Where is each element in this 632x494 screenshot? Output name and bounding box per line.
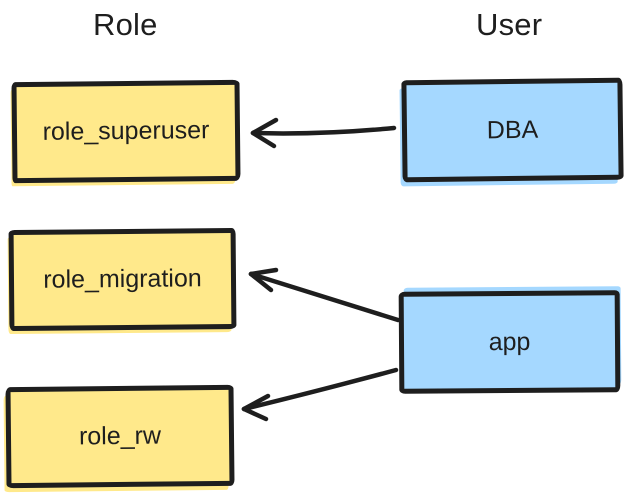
node-user-dba: DBA: [401, 77, 624, 183]
node-role-migration-label: role_migration: [43, 264, 202, 294]
node-user-app-label: app: [488, 327, 531, 356]
column-heading-role: Role: [93, 7, 158, 42]
node-user-app: app: [398, 290, 621, 394]
arrow-app-to-role-migration: [248, 267, 401, 323]
column-heading-user: User: [476, 7, 543, 42]
node-role-rw-label: role_rw: [78, 421, 162, 451]
node-role-superuser-label: role_superuser: [42, 116, 210, 146]
arrow-app-to-role-rw: [241, 367, 399, 422]
arrow-dba-to-role-superuser: [250, 117, 397, 149]
node-role-migration: role_migration: [8, 228, 237, 331]
node-role-superuser: role_superuser: [11, 79, 241, 184]
node-user-dba-label: DBA: [486, 115, 539, 144]
node-role-rw: role_rw: [5, 384, 235, 489]
